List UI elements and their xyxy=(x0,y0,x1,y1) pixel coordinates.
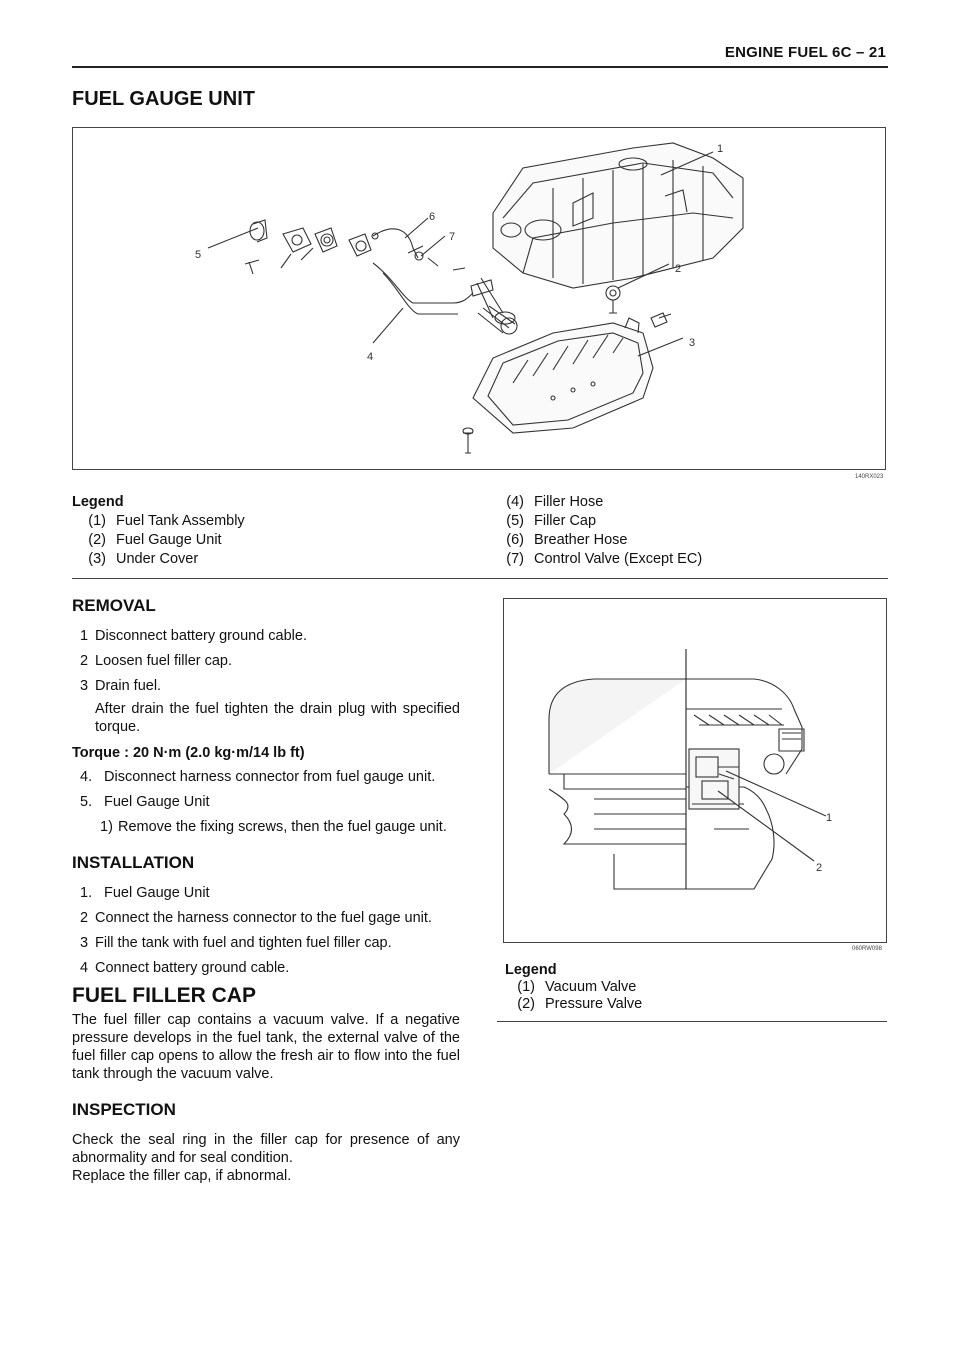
removal-step: 4.Disconnect harness connector from fuel… xyxy=(80,769,436,785)
removal-substep: 1)Remove the fixing screws, then the fue… xyxy=(100,819,447,835)
callout-vacuum-valve: 1 xyxy=(826,812,832,824)
section-divider xyxy=(72,578,888,579)
figure-code: 140RX023 xyxy=(855,474,884,480)
callout-2: 2 xyxy=(675,263,681,275)
filler-cap-illustration: 1 2 xyxy=(548,649,832,890)
installation-step: 1.Fuel Gauge Unit xyxy=(80,885,210,901)
legend-item: (1)Vacuum Valve xyxy=(517,979,637,995)
filler-cap-heading: FUEL FILLER CAP xyxy=(72,984,256,1007)
legend-heading: Legend xyxy=(72,494,124,510)
installation-heading: INSTALLATION xyxy=(72,853,195,872)
legend-heading-2: Legend xyxy=(505,962,557,978)
filler-cap-description: The fuel filler cap contains a vacuum va… xyxy=(72,1012,460,1082)
page-header: ENGINE FUEL 6C – 21 xyxy=(724,44,886,61)
callout-3: 3 xyxy=(689,337,695,349)
drain-note: After drain the fuel tighten the drain p… xyxy=(95,701,460,735)
legend-divider xyxy=(497,1021,887,1022)
callout-7: 7 xyxy=(449,231,455,243)
filler-cap-section-diagram: 1 2 xyxy=(503,598,887,943)
inspection-heading: INSPECTION xyxy=(72,1100,176,1119)
legend-left: Legend (1)Fuel Tank Assembly (2)Fuel Gau… xyxy=(72,493,245,569)
legend-right: (4)Filler Hose (5)Filler Cap (6)Breather… xyxy=(490,493,702,569)
legend-item: (7)Control Valve (Except EC) xyxy=(506,551,703,567)
removal-step: 5.Fuel Gauge Unit xyxy=(80,794,210,810)
callout-pressure-valve: 2 xyxy=(816,862,822,874)
removal-heading: REMOVAL xyxy=(72,596,156,615)
legend-item: (3)Under Cover xyxy=(88,551,199,567)
inspection-text-2: Replace the filler cap, if abnormal. xyxy=(72,1168,292,1184)
section-title: FUEL GAUGE UNIT xyxy=(72,88,255,110)
legend-filler-cap: Legend (1)Vacuum Valve (2)Pressure Valve xyxy=(505,962,642,1013)
callout-4: 4 xyxy=(367,351,373,363)
callout-6: 6 xyxy=(429,211,435,223)
callout-1: 1 xyxy=(717,143,723,155)
callout-5: 5 xyxy=(195,249,201,261)
legend-item: (1)Fuel Tank Assembly xyxy=(88,513,245,529)
header-divider xyxy=(72,66,888,68)
fuel-tank-illustration: 1 2 3 4 5 6 7 xyxy=(195,142,744,454)
fuel-tank-exploded-diagram: 1 2 3 4 5 6 7 xyxy=(72,127,886,470)
legend-item: (2)Pressure Valve xyxy=(517,996,643,1012)
legend-item: (2)Fuel Gauge Unit xyxy=(88,532,222,548)
legend-item: (4)Filler Hose xyxy=(506,494,604,510)
inspection-text: Check the seal ring in the filler cap fo… xyxy=(72,1132,460,1166)
torque-spec: Torque : 20 N·m (2.0 kg·m/14 lb ft) xyxy=(72,745,305,761)
legend-item: (6)Breather Hose xyxy=(506,532,628,548)
figure-code-2: 060RW098 xyxy=(852,946,882,952)
legend-item: (5)Filler Cap xyxy=(506,513,597,529)
